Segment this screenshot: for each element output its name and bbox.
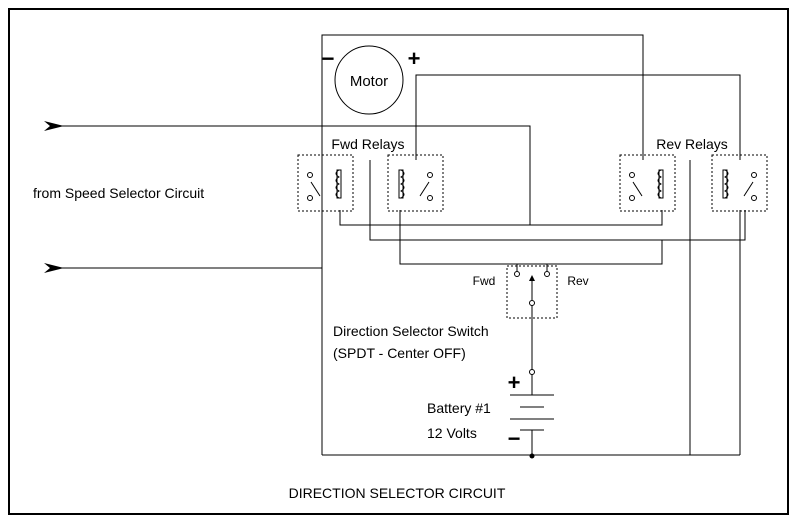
battery-symbol: + − Battery #1 12 Volts: [427, 369, 554, 459]
wire-coil-link-c: [399, 210, 663, 265]
fwd-relay-1: [297, 154, 354, 212]
diagram-frame: [8, 8, 789, 515]
rev-relay-2: [711, 154, 768, 212]
wire-motor-pos: [415, 74, 741, 160]
arrow-input-2: [44, 263, 64, 273]
fwd-relays-label: Fwd Relays: [331, 136, 404, 152]
wire-speed-input-1: [60, 125, 531, 225]
motor-plus-sign: +: [408, 46, 421, 71]
diagram-title: DIRECTION SELECTOR CIRCUIT: [289, 485, 506, 501]
switch-title: Direction Selector Switch: [333, 323, 489, 339]
switch-rev-label: Rev: [567, 274, 588, 288]
wire-coil-link-b: [369, 160, 746, 241]
rev-relay-1: [619, 154, 676, 212]
battery-plus-sign: +: [508, 370, 521, 395]
wire-motor-neg-top: [321, 34, 644, 160]
fwd-relay-2: [387, 154, 444, 212]
battery-voltage: 12 Volts: [427, 425, 477, 441]
relay-internals: [307, 169, 757, 201]
switch-box: [506, 265, 558, 319]
motor-minus-sign: −: [322, 46, 335, 71]
fwd-relays: Fwd Relays: [297, 136, 444, 212]
switch-fwd-label: Fwd: [473, 274, 496, 288]
wire-coil-link-a: [339, 210, 663, 226]
motor-label: Motor: [350, 73, 388, 90]
speed-selector-label: from Speed Selector Circuit: [33, 185, 204, 201]
switch-subtitle: (SPDT - Center OFF): [333, 345, 466, 361]
direction-selector-switch: Fwd Rev Direction Selector Switch (SPDT …: [333, 265, 589, 361]
motor-symbol: Motor − +: [322, 45, 421, 115]
wiring: [60, 34, 746, 456]
battery-minus-sign: −: [508, 426, 521, 451]
rev-relays: Rev Relays: [619, 136, 768, 212]
battery-label: Battery #1: [427, 400, 491, 416]
arrow-input-1: [44, 121, 64, 131]
motor-circle: [334, 45, 404, 115]
rev-relays-label: Rev Relays: [656, 136, 728, 152]
